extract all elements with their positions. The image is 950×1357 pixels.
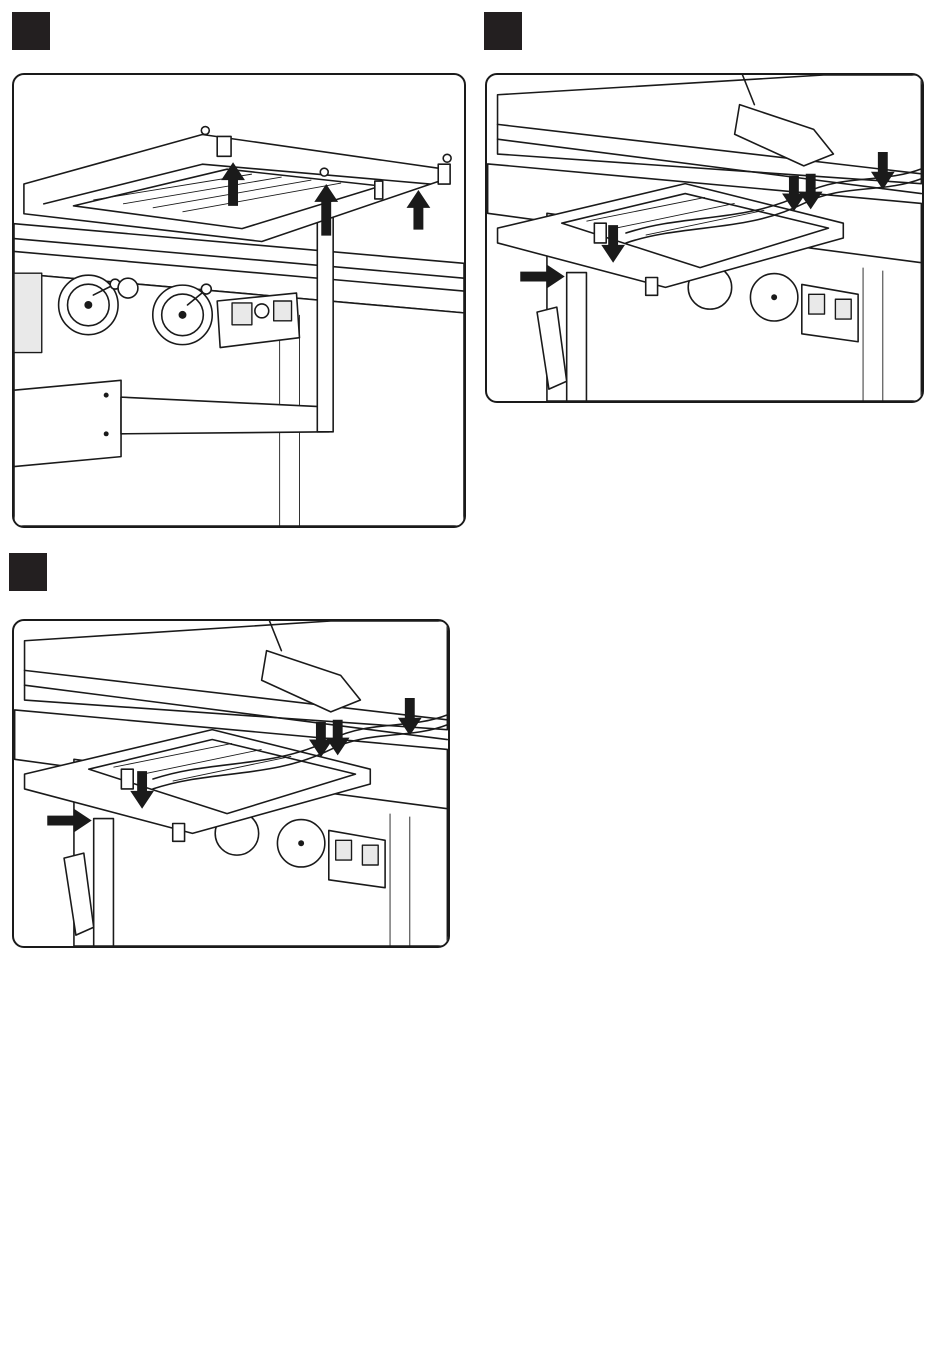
step-badge-3 [9, 553, 47, 591]
illustration-panel-2 [485, 73, 924, 403]
arrow-up-icon [407, 190, 431, 230]
table-lock-drawing [14, 621, 448, 946]
handwheel-right-icon [153, 284, 212, 344]
illustration-panel-3 [12, 619, 450, 948]
table-lift-drawing [14, 75, 464, 526]
illustration-panel-1 [12, 73, 466, 528]
step-badge-1 [12, 12, 50, 50]
control-box-icon [217, 293, 299, 348]
table-mount-drawing [487, 75, 922, 401]
step-badge-2 [484, 12, 522, 50]
